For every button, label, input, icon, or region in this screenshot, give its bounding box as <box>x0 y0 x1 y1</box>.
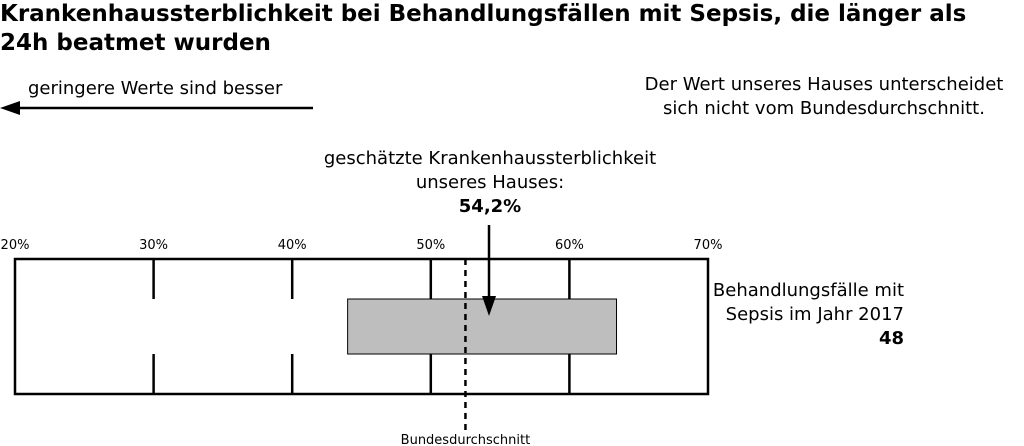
direction-hint: geringere Werte sind besser <box>28 78 283 99</box>
confidence-interval-box <box>347 298 618 355</box>
estimate-block: geschätzte Krankenhaussterblichkeit unse… <box>290 147 690 219</box>
cases-label: Behandlungsfälle mit Sepsis im Jahr 2017 <box>712 280 904 325</box>
cases-block: Behandlungsfälle mit Sepsis im Jahr 2017… <box>704 279 904 351</box>
tick-label: 60% <box>555 238 584 253</box>
tick-label: 40% <box>278 238 307 253</box>
tick-label: 20% <box>1 238 30 253</box>
national-average-label: Bundesdurchschnitt <box>401 433 531 446</box>
comparison-note: Der Wert unseres Hauses unterscheidet si… <box>644 74 1004 119</box>
chart-frame <box>13 257 710 396</box>
estimate-arrow-head <box>482 296 497 316</box>
direction-arrow-head <box>0 101 20 115</box>
tick-label: 50% <box>416 238 445 253</box>
estimate-label: geschätzte Krankenhaussterblichkeit unse… <box>323 148 657 193</box>
cases-value: 48 <box>878 328 904 349</box>
tick-label: 30% <box>139 238 168 253</box>
estimate-value: 54,2% <box>458 196 522 217</box>
tick-label: 70% <box>694 238 723 253</box>
chart-title: Krankenhaussterblichkeit bei Behandlungs… <box>0 1 967 56</box>
